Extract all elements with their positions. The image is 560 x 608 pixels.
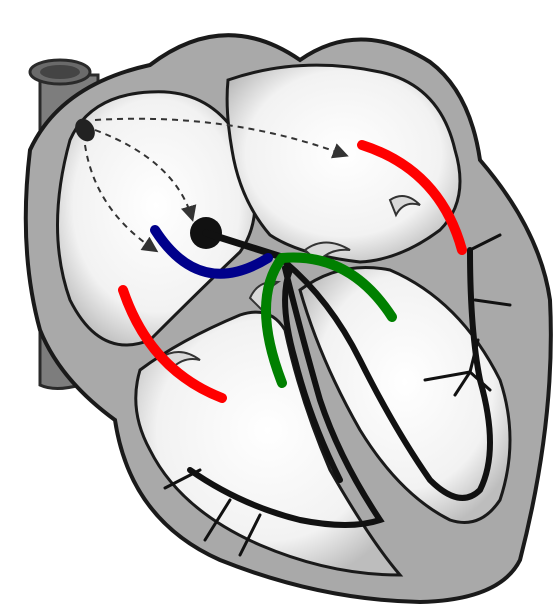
heart-diagram-svg — [0, 0, 560, 608]
heart-diagram — [0, 0, 560, 608]
